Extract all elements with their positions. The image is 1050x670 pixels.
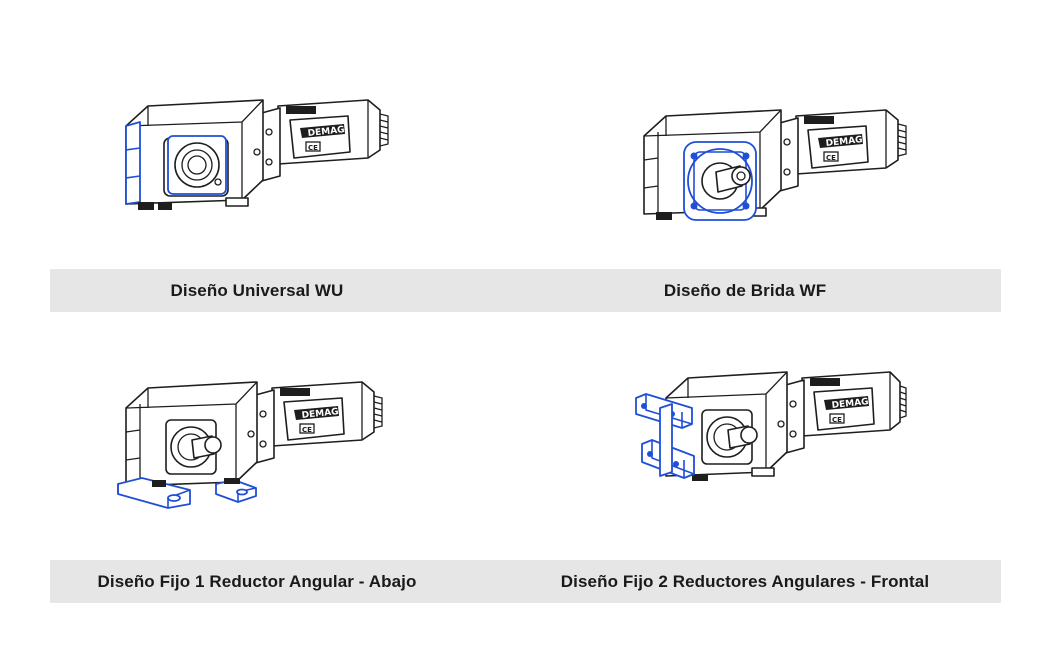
svg-text:CE: CE bbox=[302, 426, 312, 434]
caption-fixed-front: Diseño Fijo 2 Reductores Angulares - Fro… bbox=[560, 572, 930, 591]
svg-text:CE: CE bbox=[308, 144, 318, 152]
svg-text:DEMAG: DEMAG bbox=[831, 397, 869, 411]
caption-universal: Diseño Universal WU bbox=[170, 281, 344, 300]
caption-flange: Diseño de Brida WF bbox=[663, 281, 827, 300]
svg-text:DEMAG: DEMAG bbox=[307, 125, 345, 139]
gearmotor-fixed-down-image: DEMAG CE bbox=[112, 374, 392, 514]
gearmotor-flange-image: DEMAG CE bbox=[636, 102, 911, 232]
caption-band-top: Diseño Universal WU Diseño de Brida WF bbox=[50, 269, 1001, 312]
svg-text:DEMAG: DEMAG bbox=[825, 135, 863, 149]
svg-text:DEMAG: DEMAG bbox=[301, 407, 339, 421]
svg-text:CE: CE bbox=[832, 416, 842, 424]
caption-band-bottom: Diseño Fijo 1 Reductor Angular - Abajo D… bbox=[50, 560, 1001, 603]
gearmotor-fixed-front-image: DEMAG CE bbox=[632, 364, 912, 494]
gearmotor-universal-image: DEMAG CE bbox=[118, 92, 393, 222]
caption-fixed-down: Diseño Fijo 1 Reductor Angular - Abajo bbox=[97, 572, 417, 591]
svg-text:CE: CE bbox=[826, 154, 836, 162]
